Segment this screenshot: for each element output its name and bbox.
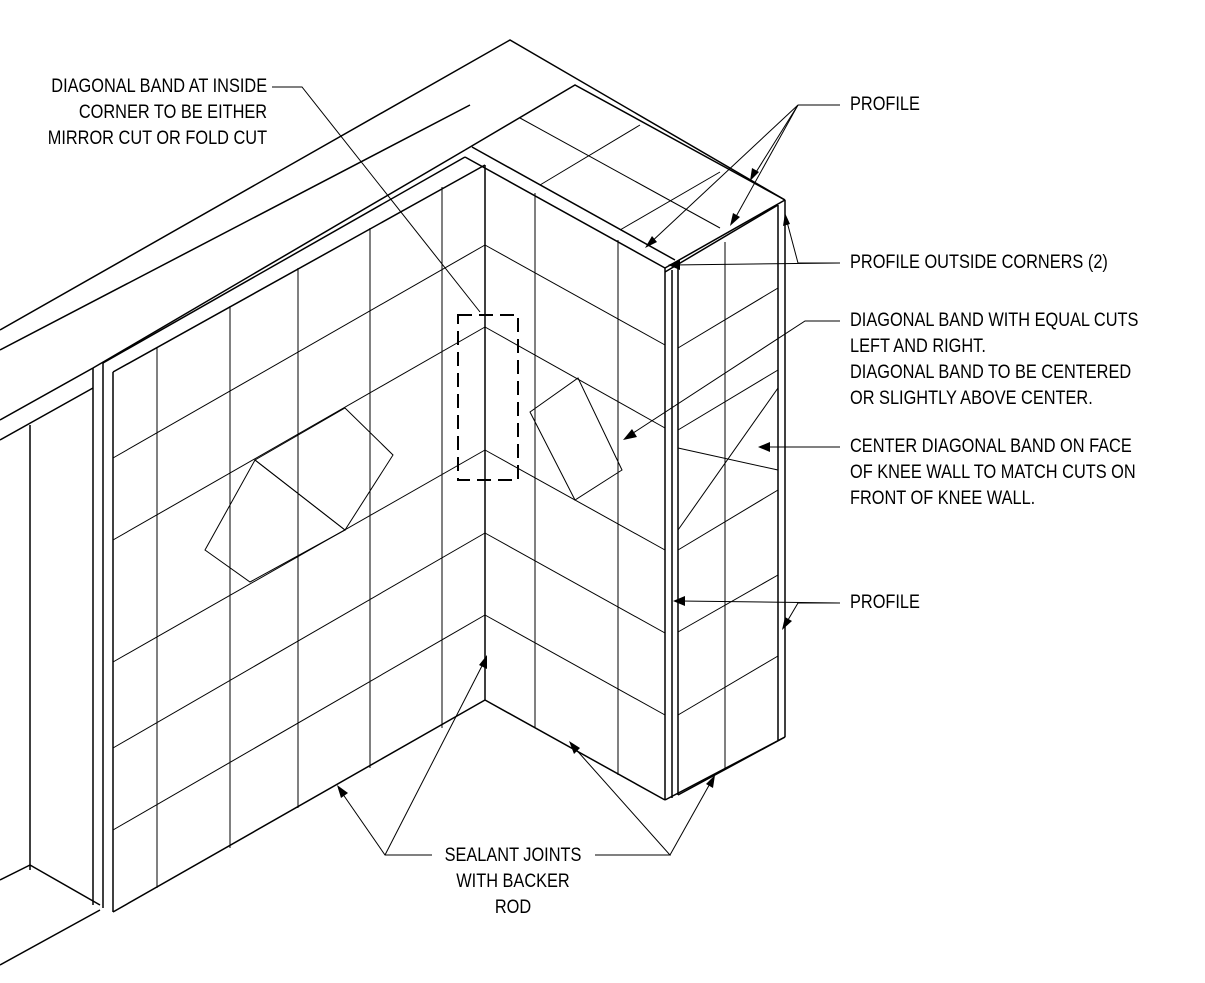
callout-line: SEALANT JOINTS [444,845,582,866]
left-tile-face [92,149,486,913]
callout-diagonal-band-equal: DIAGONAL BAND WITH EQUAL CUTS LEFT AND R… [850,308,1138,412]
knee-wall-top [464,84,786,273]
callout-line: CENTER DIAGONAL BAND ON FACE [850,436,1132,457]
callout-line: DIAGONAL BAND WITH EQUAL CUTS [850,310,1139,331]
callout-profile-bottom: PROFILE [850,590,920,616]
callout-line: OR SLIGHTLY ABOVE CENTER. [850,388,1093,409]
callout-line: PROFILE OUTSIDE CORNERS (2) [850,252,1108,273]
callout-profile-top: PROFILE [850,92,920,118]
callout-line: ROD [494,897,532,918]
callout-line: OF KNEE WALL TO MATCH CUTS ON [850,462,1136,483]
callout-profile-outside-corners: PROFILE OUTSIDE CORNERS (2) [850,250,1108,276]
callout-line: FRONT OF KNEE WALL. [850,488,1036,509]
callout-line: PROFILE [850,592,920,613]
back-wall [0,39,786,966]
callout-sealant-joints: SEALANT JOINTS WITH BACKER ROD [427,843,599,921]
right-tile-face [484,193,666,801]
callout-line: WITH BACKER [456,871,570,892]
callout-center-diagonal-band: CENTER DIAGONAL BAND ON FACE OF KNEE WAL… [850,434,1136,512]
inside-corner-detail-box [457,314,519,481]
callout-line: MIRROR CUT OR FOLD CUT [47,128,267,149]
callout-line: CORNER TO BE EITHER [78,102,267,123]
callout-line: PROFILE [850,94,920,115]
callout-line: LEFT AND RIGHT. [850,336,986,357]
callout-inside-corner: DIAGONAL BAND AT INSIDE CORNER TO BE EIT… [48,74,267,152]
callout-line: DIAGONAL BAND AT INSIDE [51,76,268,97]
leaders [272,86,841,856]
knee-wall-end [664,200,786,801]
callout-line: DIAGONAL BAND TO BE CENTERED [850,362,1132,383]
